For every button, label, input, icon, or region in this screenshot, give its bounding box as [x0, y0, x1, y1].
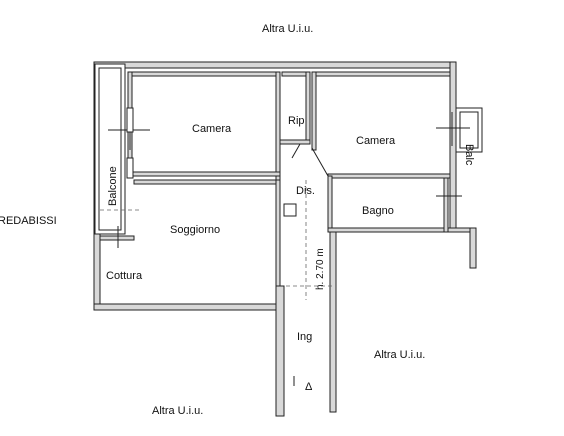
camera-right-wall-top — [311, 71, 451, 77]
camera-right-wall-bottom — [327, 173, 451, 179]
label-altra-top: Altra U.i.u. — [262, 23, 313, 35]
dis-diagonal-line — [311, 147, 329, 177]
right-step-wall — [469, 227, 477, 269]
dis-door-line — [291, 143, 301, 159]
bagno-wall-bottom — [327, 227, 473, 233]
camera-right-wall-left — [311, 71, 317, 151]
balcone-inner — [98, 67, 122, 231]
corridor-wall-right — [329, 231, 337, 413]
cottura-wall-top — [99, 235, 135, 241]
label-balc: Balc — [463, 144, 475, 166]
label-altra-bottom-right: Altra U.i.u. — [374, 349, 425, 361]
label-ing: Ing — [297, 331, 312, 343]
label-rip: Rip — [288, 115, 305, 127]
soggiorno-wall-top — [133, 179, 281, 185]
outer-wall-top — [93, 61, 457, 69]
bagno-wall-right — [443, 177, 449, 233]
soggiorno-wall-right — [275, 179, 281, 291]
corridor-wall-left — [275, 285, 285, 417]
label-bagno: Bagno — [362, 205, 394, 217]
label-camera-left: Camera — [192, 123, 232, 135]
label-camera-right: Camera — [356, 135, 396, 147]
label-arrow: Δ — [305, 381, 313, 393]
label-balcone: Balcone — [107, 166, 119, 206]
camera-left-wall-right — [275, 71, 281, 181]
outer-wall-right — [449, 61, 457, 233]
rip-wall-right — [305, 71, 311, 145]
dis-pillar — [283, 203, 297, 217]
label-redabissi: REDABISSI — [0, 215, 57, 227]
balcone-strip — [94, 63, 126, 235]
door-camera-left — [126, 107, 134, 133]
camera-left-wall-bottom — [127, 171, 281, 177]
label-height: h. 2.70 m — [315, 248, 326, 290]
balc-inner — [459, 111, 479, 149]
door-soggiorno-upper — [126, 157, 134, 179]
outer-wall-bottom-left — [93, 303, 285, 311]
label-dis: Dis. — [296, 185, 315, 197]
label-cottura: Cottura — [106, 270, 143, 282]
bagno-wall-left — [327, 175, 333, 233]
label-altra-bottom-left: Altra U.i.u. — [152, 405, 203, 417]
label-soggiorno: Soggiorno — [170, 224, 220, 236]
camera-left-wall-top — [127, 71, 281, 77]
rip-wall-top — [281, 71, 309, 77]
rip-wall-bottom — [279, 139, 311, 145]
